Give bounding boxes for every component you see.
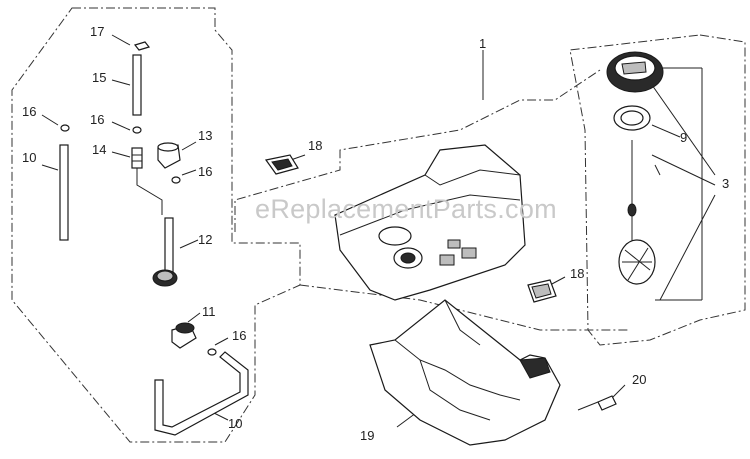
callout-20: 20: [632, 372, 646, 387]
part-18-grommet-lower: [527, 279, 557, 303]
callout-18-upper: 18: [308, 138, 322, 153]
right-group-boundary: [569, 34, 746, 346]
callout-14: 14: [92, 142, 106, 157]
callout-16-left: 16: [22, 104, 36, 119]
callout-16-mid: 16: [198, 164, 212, 179]
part-19-guard: [369, 299, 561, 446]
part-17-clip: [133, 41, 151, 51]
part-18-grommet-upper: [264, 154, 299, 175]
watermark-text: eReplacementParts.com: [255, 194, 557, 224]
callout-1: 1: [479, 36, 486, 51]
part-3-cap: [606, 51, 664, 93]
tank-group-boundary-lower: [299, 284, 630, 331]
callout-10-bottom: 10: [228, 416, 242, 431]
part-14-fitting: [131, 147, 163, 215]
callout-19: 19: [360, 428, 374, 443]
tank-group-boundary: [234, 69, 601, 232]
part-10-tube: [59, 144, 69, 241]
callout-15: 15: [92, 70, 106, 85]
part-12-grommet: [152, 217, 178, 287]
callout-12: 12: [198, 232, 212, 247]
callout-13: 13: [198, 128, 212, 143]
part-9-gasket: [613, 105, 651, 131]
callout-18-lower: 18: [570, 266, 584, 281]
callout-3: 3: [722, 176, 729, 191]
part-16-orings: [60, 124, 217, 356]
callout-10-left: 10: [22, 150, 36, 165]
part-1-fuel-tank: [334, 144, 526, 301]
left-group-boundary: [11, 7, 301, 443]
callout-11: 11: [202, 304, 216, 319]
part-15-tube: [132, 54, 142, 116]
part-13-filter: [157, 142, 181, 169]
part-10-return-line: [154, 351, 249, 436]
cap-tether-filter: [618, 140, 661, 285]
part-11-fitting: [171, 322, 197, 349]
callout-9: 9: [680, 130, 687, 145]
callout-17: 17: [90, 24, 104, 39]
callout-16-upper: 16: [90, 112, 104, 127]
callout-16-lower: 16: [232, 328, 246, 343]
part-20-bolt: [577, 395, 617, 411]
